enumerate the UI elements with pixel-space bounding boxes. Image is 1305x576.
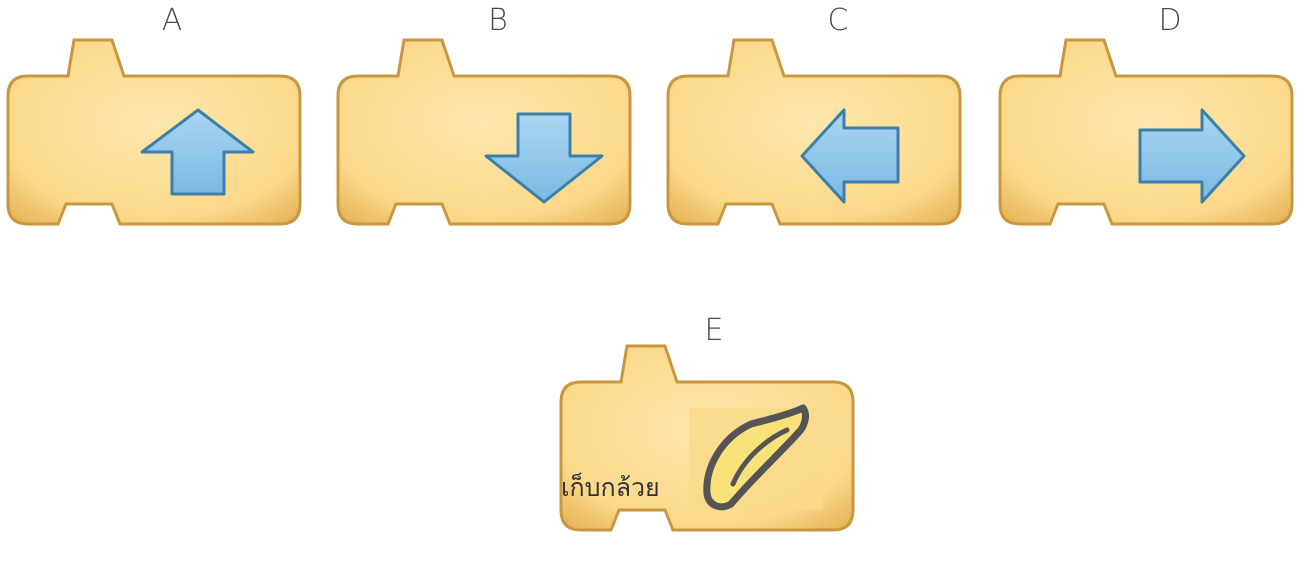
block-label: เก็บกล้วย [561, 473, 660, 502]
block-e-letter: E [704, 313, 724, 348]
move-left-block[interactable] [666, 38, 968, 270]
move-down-block[interactable] [336, 38, 638, 270]
block-d-letter: D [1158, 3, 1182, 38]
arrow-right-icon [1138, 108, 1246, 204]
block-b-letter: B [488, 3, 508, 38]
block-c-letter: C [827, 3, 849, 38]
block-a-letter: A [161, 3, 183, 38]
arrow-left-icon [800, 108, 900, 204]
move-up-block[interactable] [6, 38, 308, 270]
move-right-block[interactable] [998, 38, 1300, 270]
arrow-down-icon [484, 112, 604, 204]
arrow-up-icon [140, 108, 255, 196]
banana-icon [703, 404, 809, 511]
collect-banana-block[interactable]: เก็บกล้วย [559, 344, 861, 576]
